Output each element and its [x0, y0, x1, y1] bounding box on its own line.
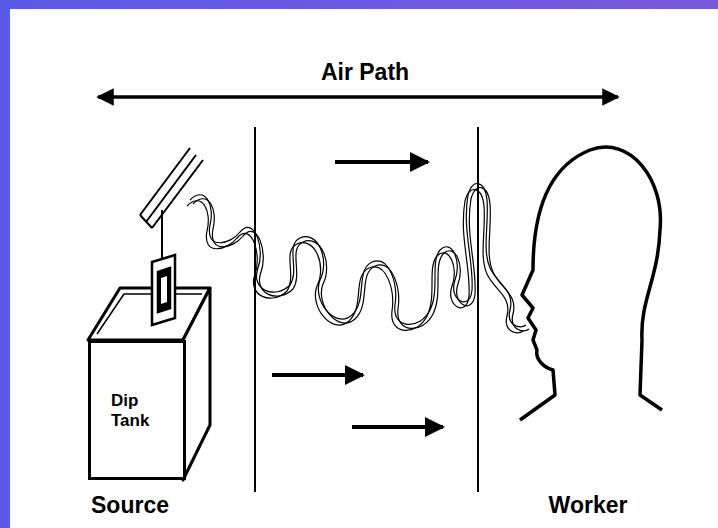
hoist-beam: [140, 148, 203, 262]
air-path-arrow: [98, 95, 618, 99]
tank-body: [88, 288, 210, 480]
dip-tank-box: Dip Tank: [88, 340, 186, 480]
divider-line: [477, 127, 479, 492]
dipped-part: [152, 255, 175, 325]
path-label: Air Path: [318, 59, 412, 86]
vapor-plume: [187, 184, 529, 333]
frame-bar: [0, 0, 718, 9]
worker-head: [520, 147, 662, 420]
region-label: Source: [88, 492, 172, 519]
airflow-arrows: [272, 162, 443, 427]
frame-bar: [0, 0, 10, 528]
region-label: Worker: [546, 492, 631, 519]
divider-line: [254, 127, 256, 492]
node-label: Dip Tank: [111, 391, 167, 430]
